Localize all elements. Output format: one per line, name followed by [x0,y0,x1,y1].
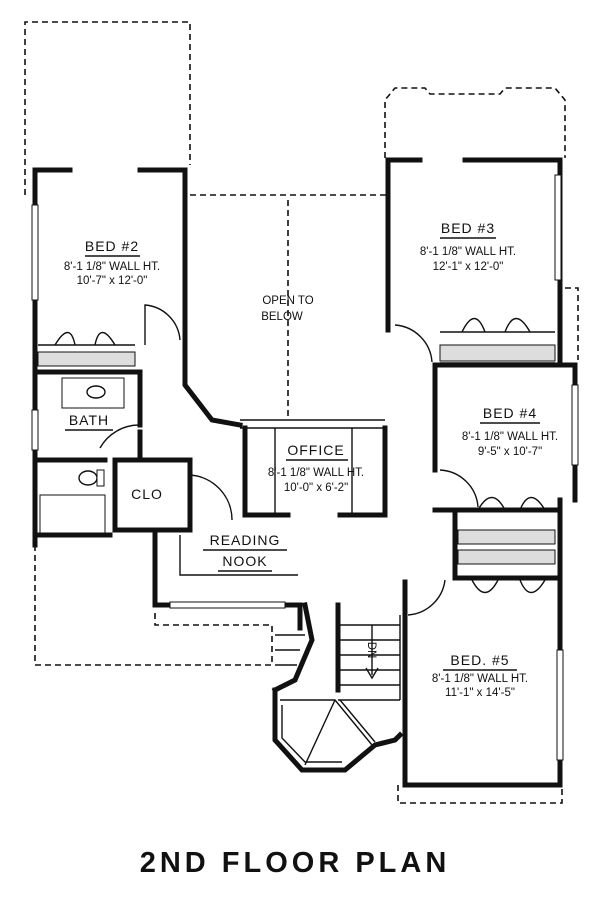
bed-2-wall-height: 8'-1 1/8" WALL HT. [64,261,160,273]
closet-doors-bed-2 [54,331,116,346]
bed-5-wall-height: 8'-1 1/8" WALL HT. [432,673,528,685]
bed-3-dimensions: 12'-1" x 12'-0" [433,261,504,273]
office-wall-height: 8'-1 1/8" WALL HT. [268,467,364,479]
vanity [61,377,125,409]
closet-shelf-bed-3 [439,344,556,362]
room-bed-5 [402,497,564,788]
room-clo [112,457,233,533]
bed-2-dimensions: 10'-7" x 12'-0" [77,275,148,287]
stair-arrow-icon [365,625,379,680]
bed-5-name: BED. #5 [450,652,509,668]
window-bed-4 [571,384,579,466]
room-bed-3 [385,157,563,364]
door-bed-2 [144,304,181,345]
office-dimensions: 10'-0" x 6'-2" [284,482,348,494]
office-name: OFFICE [287,442,344,458]
name-underlines [65,237,540,671]
bathtub [39,494,106,534]
door-bed-3 [394,324,433,363]
closet-shelf-bed-2 [37,351,136,367]
dashed-outlines [24,21,579,804]
turret-windows [281,705,342,763]
open-to-below-line2: BELOW [261,311,303,323]
room-office [240,419,388,518]
room-bath [31,369,143,548]
closet-doors-bed-5 [471,579,546,594]
reading-nook-line2: NOOK [222,553,267,569]
bed-3-wall-height: 8'-1 1/8" WALL HT. [420,246,516,258]
bed-5-dimensions: 11'-1" x 14'-5" [445,687,515,699]
door-clo [189,474,233,521]
window-bed-2 [31,204,39,301]
door-bed-5 [407,579,446,616]
stair-label: DN [365,642,377,659]
window-bed-3 [554,174,562,281]
toilet-icon [78,470,98,486]
bed-3-name: BED #3 [441,220,495,236]
door-bath [99,424,141,449]
sink-icon [86,385,106,399]
closet-strip [452,512,563,581]
plan-title: 2ND FLOOR PLAN [140,847,451,879]
labels: BED #2 8'-1 1/8" WALL HT. 10'-7" x 12'-0… [64,220,558,879]
open-to-below-line1: OPEN TO [262,295,313,307]
clo-name: CLO [131,486,163,502]
bath-name: BATH [69,412,109,428]
reading-nook-line1: READING [210,532,281,548]
bed-4-name: BED #4 [483,405,537,421]
stair-and-turret [271,602,404,773]
room-bed-2 [31,167,243,428]
bed-4-wall-height: 8'-1 1/8" WALL HT. [462,431,558,443]
window-bed-5 [556,649,564,761]
closet-doors-bed-4 [477,496,546,511]
room-bed-4 [432,362,579,513]
room-reading-nook [152,532,303,631]
door-bed-4 [439,469,479,508]
bed-4-dimensions: 9'-5" x 10'-7" [478,446,542,458]
closet-doors-bed-3 [461,317,531,333]
bed-2-name: BED #2 [85,238,139,254]
